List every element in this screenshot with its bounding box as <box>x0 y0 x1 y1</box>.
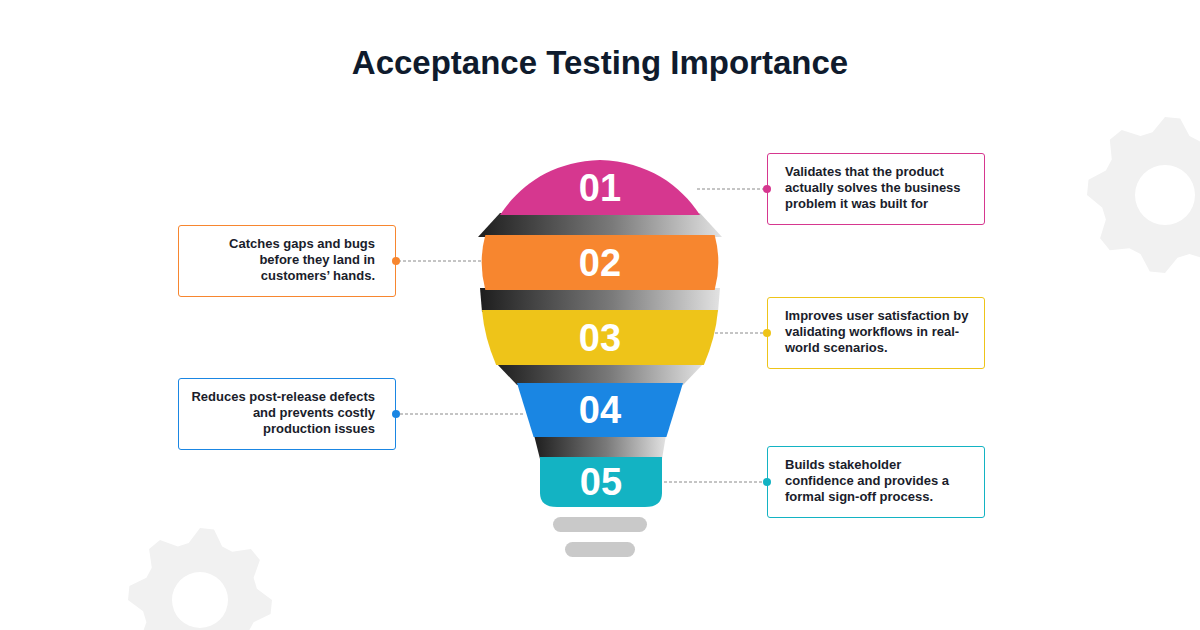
bulb-band: 04 <box>517 383 683 437</box>
bulb-band: 02 <box>478 235 722 290</box>
bulb-band: 03 <box>482 310 718 365</box>
step-number: 03 <box>579 319 621 357</box>
leader-line <box>697 189 767 190</box>
diagram-title: Acceptance Testing Importance <box>0 44 1200 82</box>
twist-ribbon <box>534 435 666 459</box>
bulb-band: 05 <box>540 457 662 507</box>
leader-line <box>396 261 481 262</box>
callout-box: Validates that the product actually solv… <box>767 153 985 225</box>
callout-dot <box>763 185 771 193</box>
bulb-base <box>553 517 647 532</box>
callout-box: Catches gaps and bugs before they land i… <box>178 225 396 297</box>
gear-decoration <box>128 528 272 630</box>
callout-text: Builds stakeholder confidence and provid… <box>785 457 972 505</box>
step-number: 01 <box>579 169 621 207</box>
leader-line <box>659 482 767 483</box>
leader-line <box>715 333 767 334</box>
callout-dot <box>763 478 771 486</box>
step-number: 02 <box>579 244 621 282</box>
callout-text: Reduces post-release defects and prevent… <box>191 389 375 437</box>
callout-text: Validates that the product actually solv… <box>785 164 972 212</box>
callout-dot <box>392 257 400 265</box>
bulb-base <box>565 542 635 557</box>
gear-decoration <box>1087 117 1200 273</box>
step-number: 05 <box>580 463 622 501</box>
callout-box: Builds stakeholder confidence and provid… <box>767 446 985 518</box>
twist-ribbon <box>478 213 722 237</box>
bulb-band: 01 <box>500 160 700 215</box>
callout-box: Reduces post-release defects and prevent… <box>178 378 396 450</box>
step-number: 04 <box>579 391 621 429</box>
callout-text: Improves user satisfaction by validating… <box>785 308 972 356</box>
leader-line <box>396 414 523 415</box>
callout-text: Catches gaps and bugs before they land i… <box>191 236 375 284</box>
twist-ribbon <box>496 363 704 385</box>
callout-dot <box>763 329 771 337</box>
twist-ribbon <box>480 288 720 312</box>
callout-dot <box>392 410 400 418</box>
callout-box: Improves user satisfaction by validating… <box>767 297 985 369</box>
